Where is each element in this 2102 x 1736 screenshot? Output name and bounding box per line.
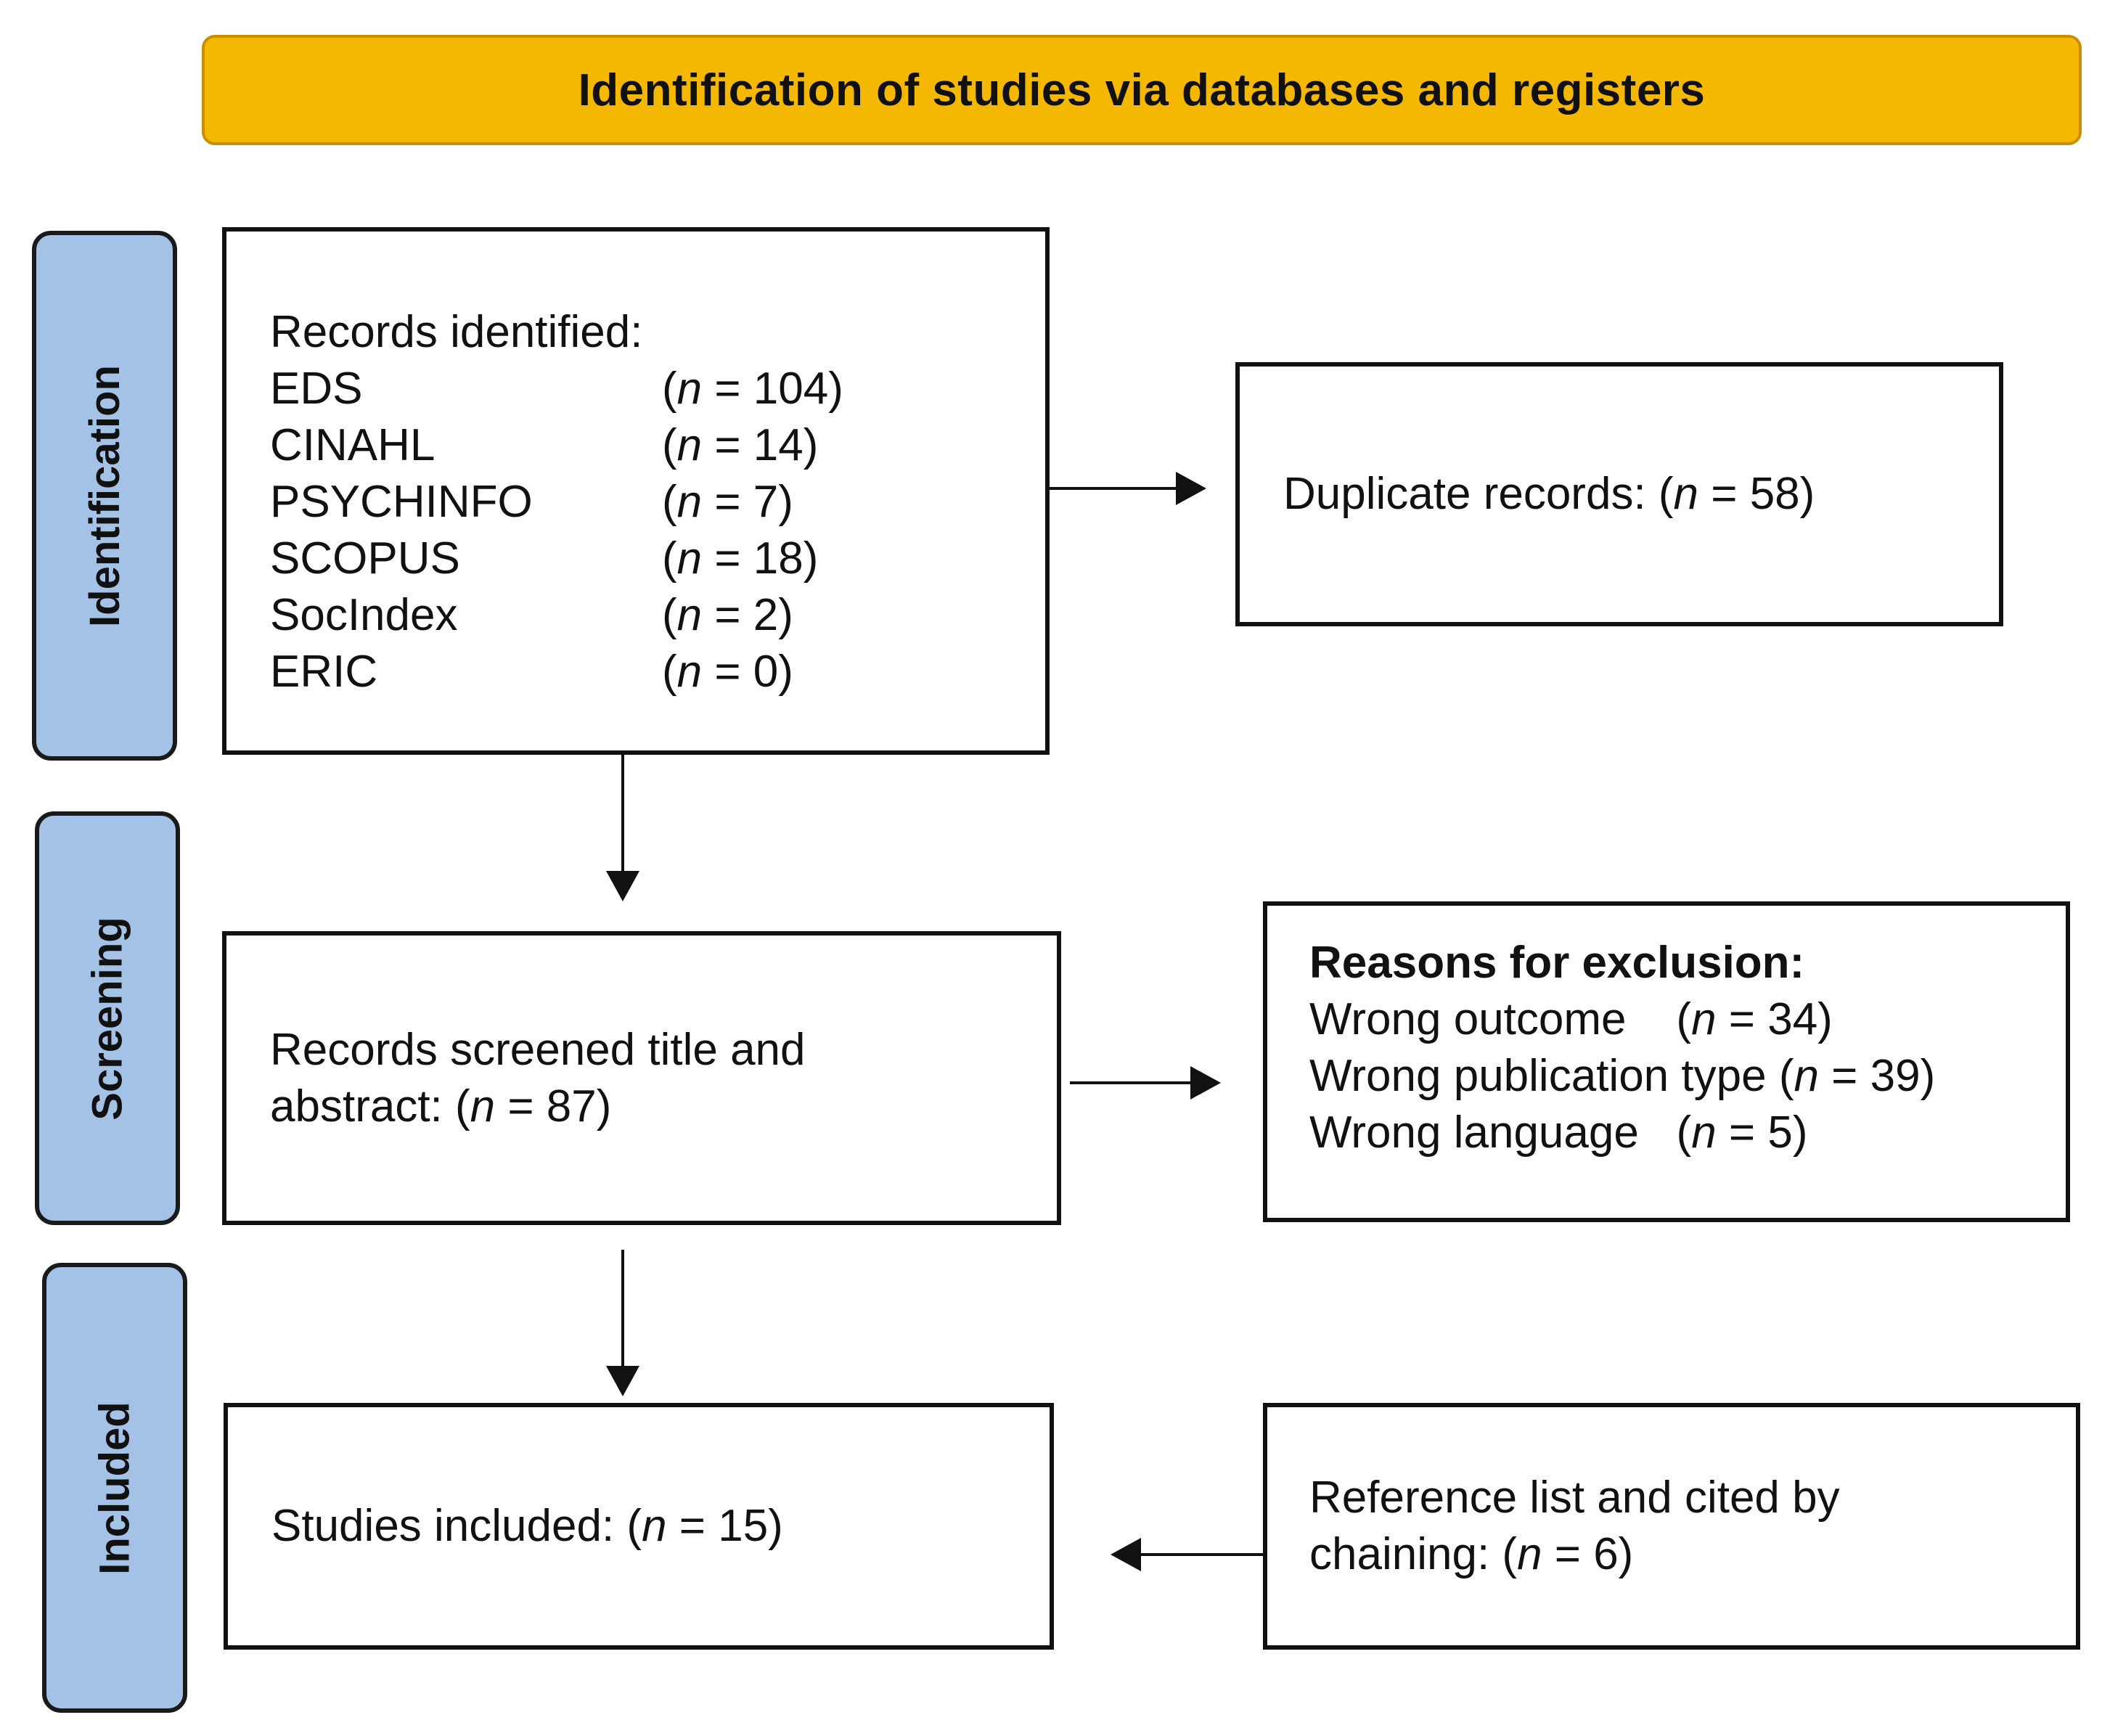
exclusion-reason: Wrong outcome bbox=[1309, 994, 1627, 1044]
database-count: (n = 18) bbox=[662, 533, 819, 584]
database-row: EDS (n = 104) bbox=[270, 361, 996, 417]
database-count: (n = 2) bbox=[662, 590, 793, 640]
exclusion-reason: Wrong language bbox=[1309, 1107, 1639, 1158]
arrow-from-reference-chaining bbox=[1111, 1538, 1263, 1571]
database-row: SocIndex (n = 2) bbox=[270, 587, 996, 644]
reference-chaining-box: Reference list and cited by chaining: (n… bbox=[1263, 1403, 2080, 1650]
reference-text-line1: Reference list and cited by bbox=[1309, 1473, 1840, 1523]
exclusion-count: (n = 39) bbox=[1778, 1051, 1936, 1101]
exclusion-title: Reasons for exclusion: bbox=[1309, 938, 1805, 988]
database-name: PSYCHINFO bbox=[270, 477, 533, 527]
database-count: (n = 14) bbox=[662, 420, 819, 470]
screened-text-line1: Records screened title and bbox=[270, 1024, 806, 1075]
database-row: PSYCHINFO (n = 7) bbox=[270, 474, 996, 531]
phase-identification: Identification bbox=[32, 231, 177, 761]
database-count: (n = 7) bbox=[662, 477, 793, 527]
database-row: SCOPUS (n = 18) bbox=[270, 531, 996, 587]
phase-screening: Screening bbox=[35, 811, 180, 1225]
header-title: Identification of studies via databases … bbox=[578, 65, 1706, 115]
exclusion-row: Wrong publication type (n = 39) bbox=[1309, 1048, 2066, 1105]
database-name: SCOPUS bbox=[270, 533, 460, 584]
exclusion-reasons-box: Reasons for exclusion: Wrong outcome (n … bbox=[1263, 901, 2070, 1222]
database-count: (n = 104) bbox=[662, 364, 843, 414]
arrow-to-duplicates bbox=[1050, 472, 1206, 505]
database-row: ERIC (n = 0) bbox=[270, 644, 996, 700]
database-name: EDS bbox=[270, 364, 363, 414]
database-name: SocIndex bbox=[270, 590, 458, 640]
database-name: CINAHL bbox=[270, 420, 435, 470]
records-screened-box: Records screened title and abstract: (n … bbox=[222, 931, 1061, 1225]
header-banner: Identification of studies via databases … bbox=[202, 35, 2082, 145]
phase-included: Included bbox=[42, 1263, 187, 1713]
reference-text-line2: chaining: (n = 6) bbox=[1309, 1529, 1634, 1579]
database-count: (n = 0) bbox=[662, 647, 793, 697]
duplicate-records-text: Duplicate records: (n = 58) bbox=[1283, 469, 1815, 519]
exclusion-row: Wrong language (n = 5) bbox=[1309, 1105, 2066, 1161]
arrow-to-included bbox=[606, 1250, 639, 1396]
records-identified-box: Records identified: EDS (n = 104) CINAHL… bbox=[222, 227, 1050, 755]
exclusion-count: (n = 34) bbox=[1676, 994, 1833, 1044]
screened-text-line2: abstract: (n = 87) bbox=[270, 1081, 612, 1131]
exclusion-reason: Wrong publication type bbox=[1309, 1051, 1767, 1101]
duplicate-records-box: Duplicate records: (n = 58) bbox=[1235, 362, 2003, 626]
database-name: ERIC bbox=[270, 647, 378, 697]
arrow-to-exclusions bbox=[1070, 1066, 1221, 1100]
records-heading: Records identified: bbox=[270, 307, 643, 357]
database-row: CINAHL (n = 14) bbox=[270, 417, 996, 474]
exclusion-row: Wrong outcome (n = 34) bbox=[1309, 991, 2066, 1048]
exclusion-count: (n = 5) bbox=[1676, 1107, 1808, 1158]
arrow-to-screening bbox=[606, 755, 639, 901]
studies-included-text: Studies included: (n = 15) bbox=[271, 1501, 783, 1551]
studies-included-box: Studies included: (n = 15) bbox=[224, 1403, 1054, 1650]
